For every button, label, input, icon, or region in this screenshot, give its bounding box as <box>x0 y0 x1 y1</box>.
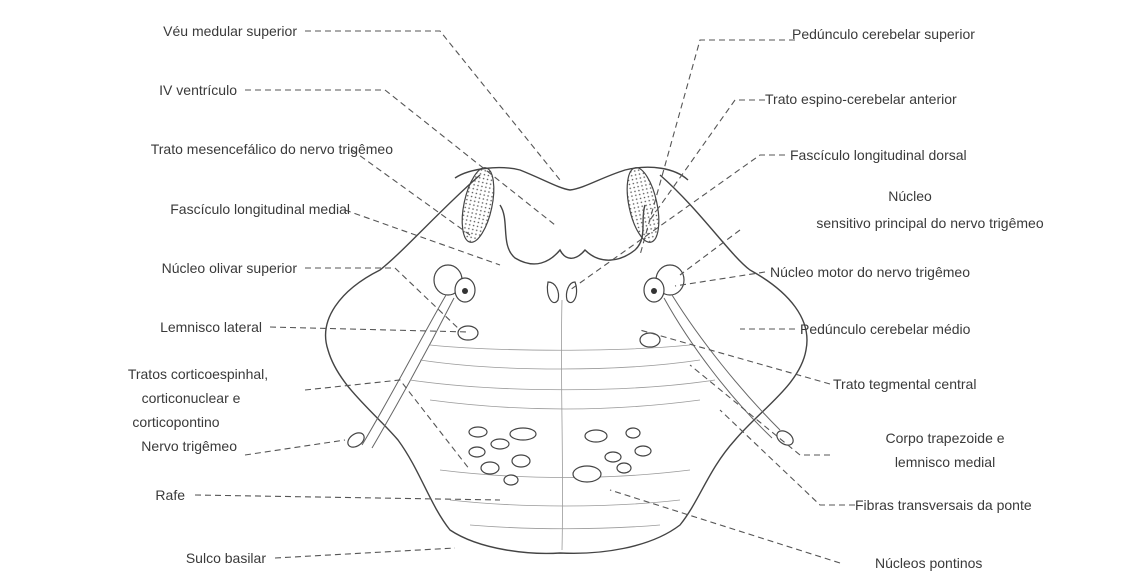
label-nucleos-pontinos: Núcleos pontinos <box>875 555 982 571</box>
label-iv-ventriculo: IV ventrículo <box>159 82 237 98</box>
leader-lines-right <box>570 40 855 563</box>
label-fibras-transversais: Fibras transversais da ponte <box>855 497 1032 513</box>
nucleus-right-dot <box>651 288 657 294</box>
superior-cerebellar-peduncle-left <box>456 165 499 245</box>
nucleus-left-dot <box>462 288 468 294</box>
label-corpo-trapezoide-line1: Corpo trapezoide e <box>885 430 1004 446</box>
label-pedunculo-cerebelar-medio: Pedúnculo cerebelar médio <box>800 321 971 337</box>
label-nucleo-olivar-superior: Núcleo olivar superior <box>162 260 298 276</box>
superior-olivary-right <box>640 333 660 347</box>
label-tratos-cortico-line3: corticopontino <box>132 414 219 430</box>
label-lemnisco-lateral: Lemnisco lateral <box>160 319 262 335</box>
label-rafe: Rafe <box>155 487 185 503</box>
trigeminal-nerve-left <box>345 430 367 450</box>
label-corpo-trapezoide-line2: lemnisco medial <box>895 454 995 470</box>
trigeminal-nerve-right <box>774 428 796 448</box>
label-pedunculo-cerebelar-superior: Pedúnculo cerebelar superior <box>792 26 975 42</box>
label-trato-espino-cerebelar-anterior: Trato espino-cerebelar anterior <box>765 91 957 107</box>
superior-cerebellar-peduncle-right <box>621 165 664 245</box>
label-nucleo-sensitivo-line2: sensitivo principal do nervo trigêmeo <box>816 215 1043 231</box>
label-sulco-basilar: Sulco basilar <box>186 550 266 566</box>
label-veu-medular-superior: Véu medular superior <box>163 23 297 39</box>
label-nervo-trigemeo: Nervo trigêmeo <box>141 438 237 454</box>
label-trato-mesencefalico: Trato mesencefálico do nervo trigêmeo <box>151 141 393 157</box>
label-trato-tegmental-central: Trato tegmental central <box>833 376 976 392</box>
label-tratos-cortico-line2: corticonuclear e <box>142 390 241 406</box>
mlf-left <box>547 282 558 303</box>
ventricle-floor <box>500 205 645 264</box>
mlf-right <box>566 282 576 303</box>
median-raphe <box>561 300 562 550</box>
trigeminal-root-left <box>362 295 446 445</box>
label-fasciculo-longitudinal-dorsal: Fascículo longitudinal dorsal <box>790 147 967 163</box>
superior-olivary-left <box>458 326 478 340</box>
label-nucleo-sensitivo-line1: Núcleo <box>888 188 932 204</box>
trigeminal-root-right-b <box>664 298 772 438</box>
label-tratos-cortico-line1: Tratos corticoespinhal, <box>128 366 268 382</box>
pons-outline <box>326 175 807 553</box>
label-fasciculo-longitudinal-medial: Fascículo longitudinal medial <box>170 201 350 217</box>
label-nucleo-motor: Núcleo motor do nervo trigêmeo <box>770 264 970 280</box>
